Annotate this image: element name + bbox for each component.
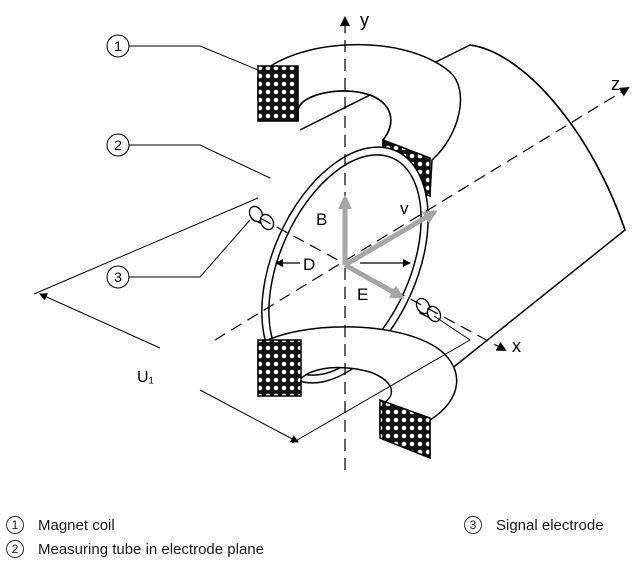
signal-electrode-left	[248, 205, 275, 231]
vector-v-arrow	[343, 209, 438, 268]
vector-v-label: v	[400, 199, 409, 218]
z-axis-label: z	[611, 74, 620, 94]
y-axis-label: y	[360, 10, 369, 30]
z-axis	[214, 86, 630, 341]
callout-3-label: 3	[114, 269, 122, 285]
legend-item-measuring-tube: 2 Measuring tube in electrode plane	[6, 540, 264, 558]
electromagnetic-flowmeter-diagram: 1 2 3 y z x B v E D U₁	[33, 10, 630, 470]
legend: 1 Magnet coil 2 Measuring tube in electr…	[0, 500, 644, 576]
legend-text-2: Measuring tube in electrode plane	[38, 540, 264, 558]
field-vectors	[338, 195, 438, 300]
vector-B-label: B	[316, 210, 327, 229]
lower-magnet-coil	[257, 326, 458, 460]
vector-E-arrow	[343, 262, 405, 300]
callout-2-label: 2	[114, 137, 122, 153]
legend-item-magnet-coil: 1 Magnet coil	[6, 516, 115, 534]
callout-1: 1	[106, 34, 130, 58]
upper-coil-winding-left	[257, 65, 299, 122]
lower-coil-winding-left	[257, 339, 302, 397]
legend-num-2: 2	[6, 540, 24, 558]
diameter-label: D	[303, 255, 315, 274]
legend-text-3: Signal electrode	[496, 516, 604, 534]
tube-cylinder	[299, 44, 626, 371]
lower-coil-winding-right	[379, 398, 431, 460]
callout-leaders	[129, 45, 271, 278]
voltage-dimension	[33, 197, 471, 444]
x-axis-label: x	[512, 336, 521, 356]
legend-num-3: 3	[464, 516, 482, 534]
callout-2: 2	[106, 133, 130, 157]
legend-num-1: 1	[6, 516, 24, 534]
vector-E-label: E	[357, 285, 368, 304]
legend-text-1: Magnet coil	[38, 516, 115, 534]
callout-3: 3	[106, 265, 130, 289]
legend-item-signal-electrode: 3 Signal electrode	[464, 516, 604, 534]
voltage-label: U₁	[137, 369, 154, 386]
callout-1-label: 1	[114, 38, 122, 54]
